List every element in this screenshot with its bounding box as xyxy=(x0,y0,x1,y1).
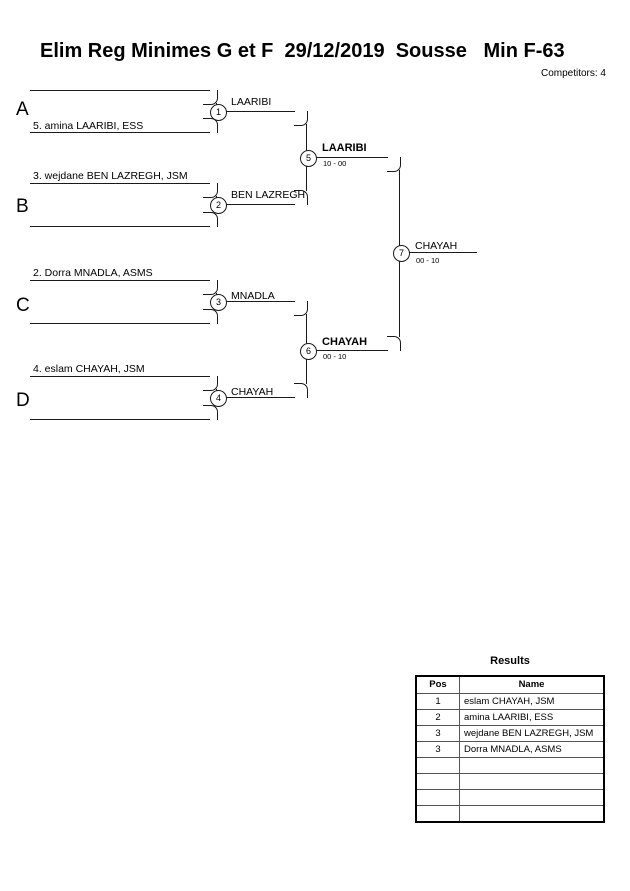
column-header-name: Name xyxy=(459,675,605,694)
feed-line-4-to-6 xyxy=(225,397,295,398)
bracket-line-c-bottom xyxy=(30,323,210,324)
table-row: 2 amina LAARIBI, ESS xyxy=(415,709,605,726)
bracket-corner-a-top xyxy=(203,90,218,105)
result-pos: 2 xyxy=(415,709,460,726)
table-row: 3 wejdane BEN LAZREGH, JSM xyxy=(415,725,605,742)
champion-line xyxy=(409,252,477,253)
results-title: Results xyxy=(490,655,530,667)
bracket-corner-6-bottom xyxy=(294,383,308,398)
slot-letter-d: D xyxy=(16,390,30,411)
result-name xyxy=(459,757,605,774)
bracket-corner-a-bottom xyxy=(203,118,218,133)
result-pos xyxy=(415,757,460,774)
bracket-line-b-bottom xyxy=(30,226,210,227)
match-winner-4: CHAYAH xyxy=(231,386,274,398)
competitors-count: Competitors: 4 xyxy=(540,68,606,79)
result-pos: 3 xyxy=(415,725,460,742)
entrant-c: 2. Dorra MNADLA, ASMS xyxy=(33,267,153,279)
match-node-2[interactable]: 2 xyxy=(210,197,227,214)
feed-line-5-to-7 xyxy=(316,157,388,158)
match-winner-7: CHAYAH xyxy=(415,240,458,252)
feed-line-1-to-5 xyxy=(225,111,295,112)
result-name: eslam CHAYAH, JSM xyxy=(459,693,605,710)
table-row: 1 eslam CHAYAH, JSM xyxy=(415,693,605,710)
feed-line-6-to-7 xyxy=(316,350,388,351)
match-winner-3: MNADLA xyxy=(231,290,275,302)
table-row xyxy=(415,757,605,774)
table-header-row: Pos Name xyxy=(415,675,605,694)
result-pos xyxy=(415,789,460,806)
match-node-7[interactable]: 7 xyxy=(393,245,410,262)
match-node-4[interactable]: 4 xyxy=(210,390,227,407)
bracket-corner-d-bottom xyxy=(203,405,218,420)
bracket-corner-7-top xyxy=(387,157,401,172)
match-winner-6: CHAYAH xyxy=(322,336,368,348)
table-row xyxy=(415,773,605,790)
page-title: Elim Reg Minimes G et F 29/12/2019 Souss… xyxy=(40,40,565,62)
column-header-pos: Pos xyxy=(415,675,460,694)
entrant-b: 3. wejdane BEN LAZREGH, JSM xyxy=(33,170,188,182)
result-name: Dorra MNADLA, ASMS xyxy=(459,741,605,758)
result-name: amina LAARIBI, ESS xyxy=(459,709,605,726)
results-table: Pos Name 1 eslam CHAYAH, JSM 2 amina LAA… xyxy=(415,675,605,823)
feed-line-3-to-6 xyxy=(225,301,295,302)
bracket-line-c-top xyxy=(30,280,210,281)
results-table-body: 1 eslam CHAYAH, JSM 2 amina LAARIBI, ESS… xyxy=(415,693,605,823)
bracket-corner-b-top xyxy=(203,183,218,198)
bracket-line-d-top xyxy=(30,376,210,377)
result-name: wejdane BEN LAZREGH, JSM xyxy=(459,725,605,742)
bracket-corner-7-bottom xyxy=(387,336,401,351)
result-pos xyxy=(415,773,460,790)
table-row xyxy=(415,805,605,823)
match-winner-5: LAARIBI xyxy=(322,142,367,154)
match-winner-2: BEN LAZREGH xyxy=(231,189,306,201)
result-name xyxy=(459,789,605,806)
feed-line-2-to-5 xyxy=(225,204,295,205)
match-node-1[interactable]: 1 xyxy=(210,104,227,121)
result-pos: 1 xyxy=(415,693,460,710)
match-node-6[interactable]: 6 xyxy=(300,343,317,360)
match-winner-1: LAARIBI xyxy=(231,96,272,108)
result-name xyxy=(459,805,605,823)
bracket-line-a-bottom xyxy=(30,132,210,133)
match-node-3[interactable]: 3 xyxy=(210,294,227,311)
bracket-line-b-top xyxy=(30,183,210,184)
bracket-line-a-top xyxy=(30,90,210,91)
slot-letter-b: B xyxy=(16,196,29,217)
result-pos: 3 xyxy=(415,741,460,758)
result-name xyxy=(459,773,605,790)
bracket-corner-5-top xyxy=(294,111,308,126)
match-score-5: 10 - 00 xyxy=(323,159,347,168)
match-score-6: 00 - 10 xyxy=(323,352,347,361)
entrant-a: 5. amina LAARIBI, ESS xyxy=(33,120,144,132)
result-pos xyxy=(415,805,460,823)
table-row: 3 Dorra MNADLA, ASMS xyxy=(415,741,605,758)
match-score-7: 00 - 10 xyxy=(416,256,440,265)
bracket-corner-b-bottom xyxy=(203,212,218,227)
bracket-line-d-bottom xyxy=(30,419,210,420)
bracket-corner-c-bottom xyxy=(203,309,218,324)
entrant-d: 4. eslam CHAYAH, JSM xyxy=(33,363,145,375)
match-node-5[interactable]: 5 xyxy=(300,150,317,167)
bracket-corner-c-top xyxy=(203,280,218,295)
bracket-corner-5-bottom xyxy=(294,190,308,205)
slot-letter-c: C xyxy=(16,295,30,316)
bracket-corner-d-top xyxy=(203,376,218,391)
slot-letter-a: A xyxy=(16,99,29,120)
bracket-corner-6-top xyxy=(294,301,308,316)
table-row xyxy=(415,789,605,806)
